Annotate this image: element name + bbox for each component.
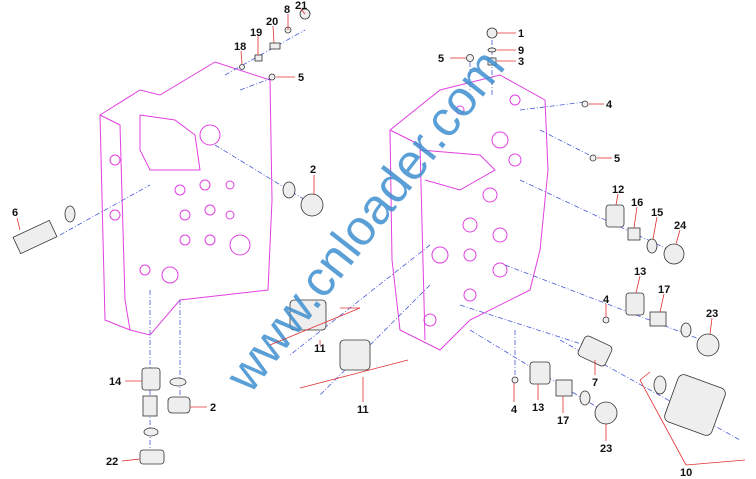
plug-4c (511, 376, 519, 384)
plug-2 (300, 193, 324, 217)
callout-4: 4 (511, 404, 518, 416)
plug-4a (581, 100, 589, 108)
o-ring-9 (487, 47, 497, 53)
callout-21: 21 (295, 0, 307, 12)
callout-11: 11 (314, 343, 326, 355)
o-ring-6 (64, 205, 76, 223)
o-ring-2b (169, 377, 187, 387)
callout-12: 12 (612, 184, 624, 196)
o-ring-10 (653, 375, 667, 395)
spool-7 (577, 335, 613, 367)
callout-15: 15 (651, 207, 663, 219)
piston-13b (529, 361, 551, 385)
piston-13a (625, 292, 645, 316)
plug-22 (139, 449, 165, 465)
callout-2: 2 (310, 164, 316, 176)
piston-14 (141, 367, 161, 391)
callout-24: 24 (674, 220, 687, 232)
callout-10: 10 (680, 467, 692, 479)
o-ring-23b (579, 390, 591, 406)
callout-18: 18 (234, 41, 246, 53)
plug-2b (167, 396, 191, 414)
callout-7: 7 (592, 377, 598, 389)
callout-22: 22 (106, 456, 118, 468)
plug-23a (696, 333, 720, 357)
callout-14: 14 (109, 376, 122, 388)
callout-23: 23 (600, 443, 612, 455)
callout-3: 3 (518, 56, 524, 68)
callout-2: 2 (210, 402, 216, 414)
piston-12 (605, 204, 625, 228)
callout-5: 5 (298, 72, 304, 84)
callout-16: 16 (631, 197, 643, 209)
callout-11: 11 (357, 404, 369, 416)
leader-lines (16, 7, 746, 466)
spring-14 (142, 395, 158, 417)
left-valve-housing (99, 61, 273, 336)
callout-8: 8 (284, 4, 290, 16)
callout-4: 4 (603, 294, 610, 306)
plug-24 (663, 243, 685, 265)
spring-17a (649, 311, 667, 327)
valve-block-11b (339, 339, 371, 371)
callout-13: 13 (634, 266, 646, 278)
callout-1: 1 (518, 28, 524, 40)
callout-6: 6 (12, 207, 18, 219)
right-housing-ports (423, 94, 522, 327)
right-valve-housing (389, 74, 549, 351)
plug-5b (466, 54, 474, 62)
part-3 (487, 57, 497, 66)
callout-5: 5 (438, 53, 444, 65)
callout-13: 13 (532, 402, 544, 414)
callout-23: 23 (706, 308, 718, 320)
end-cover-10 (664, 374, 726, 436)
assembly-axes (59, 29, 741, 460)
plug-5c (589, 154, 597, 162)
left-housing-ports (109, 124, 251, 284)
plug-1 (486, 27, 498, 39)
relief-valve-6 (12, 219, 58, 255)
callout-labels: 21 8 20 19 18 5 1 9 3 5 4 5 2 6 12 16 15… (12, 0, 718, 479)
o-ring-15 (646, 238, 658, 254)
poppet-19 (254, 54, 263, 62)
callout-4: 4 (606, 99, 613, 111)
ball-18 (239, 64, 245, 70)
callout-9: 9 (518, 45, 524, 57)
spring-17b (555, 379, 573, 397)
callout-5: 5 (614, 153, 620, 165)
plug-4b (602, 316, 610, 324)
valve-block-11a (289, 299, 327, 331)
callout-17: 17 (658, 284, 670, 296)
plug-23b (594, 401, 618, 425)
plug-5a (268, 73, 276, 81)
callout-17: 17 (557, 415, 569, 427)
spacer-20 (269, 42, 281, 50)
o-ring-23a (680, 322, 692, 338)
parts (12, 8, 726, 465)
callout-19: 19 (250, 27, 262, 39)
callout-20: 20 (266, 16, 278, 28)
spring-16 (627, 227, 641, 241)
o-ring-22 (143, 427, 159, 437)
o-ring-2a (282, 181, 296, 199)
